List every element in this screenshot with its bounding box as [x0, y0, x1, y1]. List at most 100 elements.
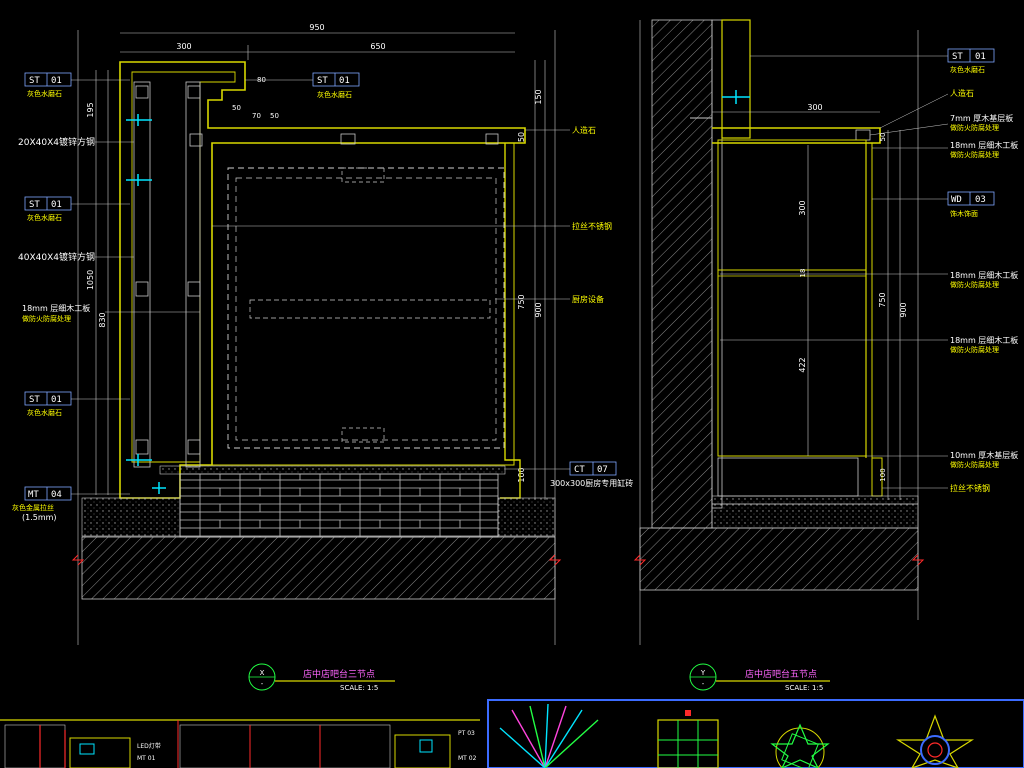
- svg-text:03: 03: [975, 195, 986, 205]
- kitchen-equipment-outline: [227, 167, 505, 449]
- steel-tube: [135, 281, 149, 297]
- cabinet-body: [717, 139, 867, 457]
- right-dim-100: 100: [879, 468, 887, 481]
- tag-mt04: MT 04 灰色金属拉丝 (1.5mm): [12, 486, 130, 522]
- break-marker: [911, 554, 925, 566]
- concrete-slab: [81, 536, 556, 600]
- floor-screed: [711, 495, 919, 505]
- svg-text:WD: WD: [951, 195, 962, 205]
- top-dim-950: 950: [309, 23, 324, 32]
- break-marker: [548, 554, 562, 566]
- svg-text:07: 07: [597, 465, 608, 475]
- svg-text:01: 01: [51, 76, 62, 86]
- steel-tube: [340, 133, 356, 145]
- svg-text:04: 04: [51, 490, 62, 500]
- section-symbol-x: X - 店中店吧台三节点 SCALE: 1:5: [248, 663, 395, 692]
- tag-st01-b: ST 01 灰色水磨石: [24, 196, 130, 222]
- svg-text:300x300厨房专用缸砖: 300x300厨房专用缸砖: [550, 478, 633, 488]
- tag-wd03: WD 03 饰木饰面: [872, 191, 995, 218]
- note-brushed-steel: 拉丝不锈钢: [572, 221, 612, 231]
- star-ornament-green: [770, 723, 830, 768]
- right-top-dim-300: 300: [807, 103, 822, 112]
- top-dim-650: 650: [370, 42, 385, 51]
- svg-text:-: -: [702, 680, 705, 688]
- svg-text:做防火防腐处理: 做防火防腐处理: [950, 280, 999, 289]
- svg-text:-: -: [261, 680, 264, 688]
- plinth: [717, 457, 859, 497]
- break-marker: [71, 554, 85, 566]
- svg-text:店中店吧台三节点: 店中店吧台三节点: [303, 668, 375, 680]
- equipment-detail: [341, 427, 385, 443]
- svg-text:灰色金属拉丝: 灰色金属拉丝: [12, 503, 54, 512]
- wall-panel: [721, 19, 751, 139]
- label-led: LED灯带: [137, 742, 161, 750]
- svg-text:ST: ST: [29, 200, 40, 210]
- tag-st01-top: ST 01 灰色水磨石: [245, 72, 360, 99]
- right-notes: 人造石 7mm 厚木基层板 做防火防腐处理 18mm 层细木工板 做防火防腐处理…: [720, 88, 1018, 493]
- label-mt02: MT 02: [458, 755, 477, 762]
- grid-panel: [657, 710, 719, 768]
- star-ornament-blue: [895, 714, 975, 768]
- label-pt03: PT 03: [458, 730, 475, 737]
- break-marker: [633, 554, 647, 566]
- svg-text:灰色水磨石: 灰色水磨石: [27, 213, 62, 222]
- wall-finish: [711, 19, 723, 509]
- equipment-detail: [341, 167, 385, 183]
- steel-tube: [485, 133, 499, 145]
- svg-text:做防火防腐处理: 做防火防腐处理: [950, 345, 999, 354]
- steel-tube: [189, 133, 203, 147]
- note-kitchen-equipment: 厨房设备: [572, 294, 604, 304]
- steel-tube: [135, 439, 149, 455]
- right-section-drawing: 300 50 300 18 422 750 900 100 ST 01 灰色水磨…: [633, 19, 1018, 692]
- right-dim-750: 750: [517, 294, 526, 309]
- svg-text:灰色水磨石: 灰色水磨石: [27, 408, 62, 417]
- right-dim-100: 100: [517, 467, 526, 482]
- svg-text:灰色水磨石: 灰色水磨石: [950, 65, 985, 74]
- note-10mm: 10mm 厚木基层板: [950, 450, 1018, 460]
- anchor-bolts: [126, 114, 166, 494]
- svg-text:做防火防腐处理: 做防火防腐处理: [950, 150, 999, 159]
- tag-ct07: CT 07 300x300厨房专用缸砖: [505, 461, 633, 488]
- svg-text:Y: Y: [700, 669, 706, 677]
- note-brushed-steel: 拉丝不锈钢: [950, 483, 990, 493]
- svg-text:做防火防腐处理: 做防火防腐处理: [950, 460, 999, 469]
- svg-text:SCALE: 1:5: SCALE: 1:5: [340, 684, 378, 692]
- svg-text:SCALE: 1:5: SCALE: 1:5: [785, 684, 823, 692]
- steel-column: [133, 81, 151, 468]
- svg-text:灰色水磨石: 灰色水磨石: [317, 90, 352, 99]
- svg-text:饰木饰面: 饰木饰面: [950, 209, 978, 218]
- tag-st01-c: ST 01 灰色水磨石: [24, 391, 130, 417]
- wall-bolts: [690, 90, 750, 119]
- kitchen-equipment-inner: [235, 177, 497, 441]
- ray-burst: [499, 703, 599, 768]
- tag-st01-right: ST 01 灰色水磨石: [750, 48, 995, 74]
- svg-text:ST: ST: [952, 52, 963, 62]
- mt04-thickness: (1.5mm): [22, 513, 57, 522]
- right-dim-900: 900: [899, 302, 908, 317]
- floor-screed: [159, 465, 506, 475]
- note-7mm: 7mm 厚木基层板: [950, 113, 1013, 123]
- svg-text:X: X: [260, 669, 265, 677]
- svg-text:ST: ST: [29, 395, 40, 405]
- right-dim-422: 422: [798, 357, 807, 372]
- note-18mm-b: 18mm 层细木工板: [950, 270, 1018, 280]
- svg-text:01: 01: [51, 200, 62, 210]
- note-plywood: 18mm 层细木工板: [22, 303, 90, 313]
- equipment-shelf: [249, 299, 491, 319]
- counter-inner-profile: [131, 71, 236, 463]
- floor-fill-right: [497, 497, 556, 537]
- svg-text:01: 01: [339, 76, 350, 86]
- svg-text:做防火防腐处理: 做防火防腐处理: [950, 123, 999, 132]
- tag-st01-a: ST 01 灰色水磨石: [24, 72, 130, 98]
- right-dim-900: 900: [534, 302, 543, 317]
- right-dim-50: 50: [879, 133, 887, 142]
- steel-column: [185, 81, 201, 468]
- inner-dim-50b: 50: [270, 112, 279, 120]
- front-panel: [211, 142, 515, 466]
- note-18mm-a: 18mm 层细木工板: [950, 140, 1018, 150]
- left-section-drawing: 950 300 650 195 1050 830 150 50 750 900 …: [12, 23, 633, 692]
- inner-dim-50: 50: [232, 104, 241, 112]
- svg-text:CT: CT: [574, 465, 585, 475]
- svg-text:ST: ST: [29, 76, 40, 86]
